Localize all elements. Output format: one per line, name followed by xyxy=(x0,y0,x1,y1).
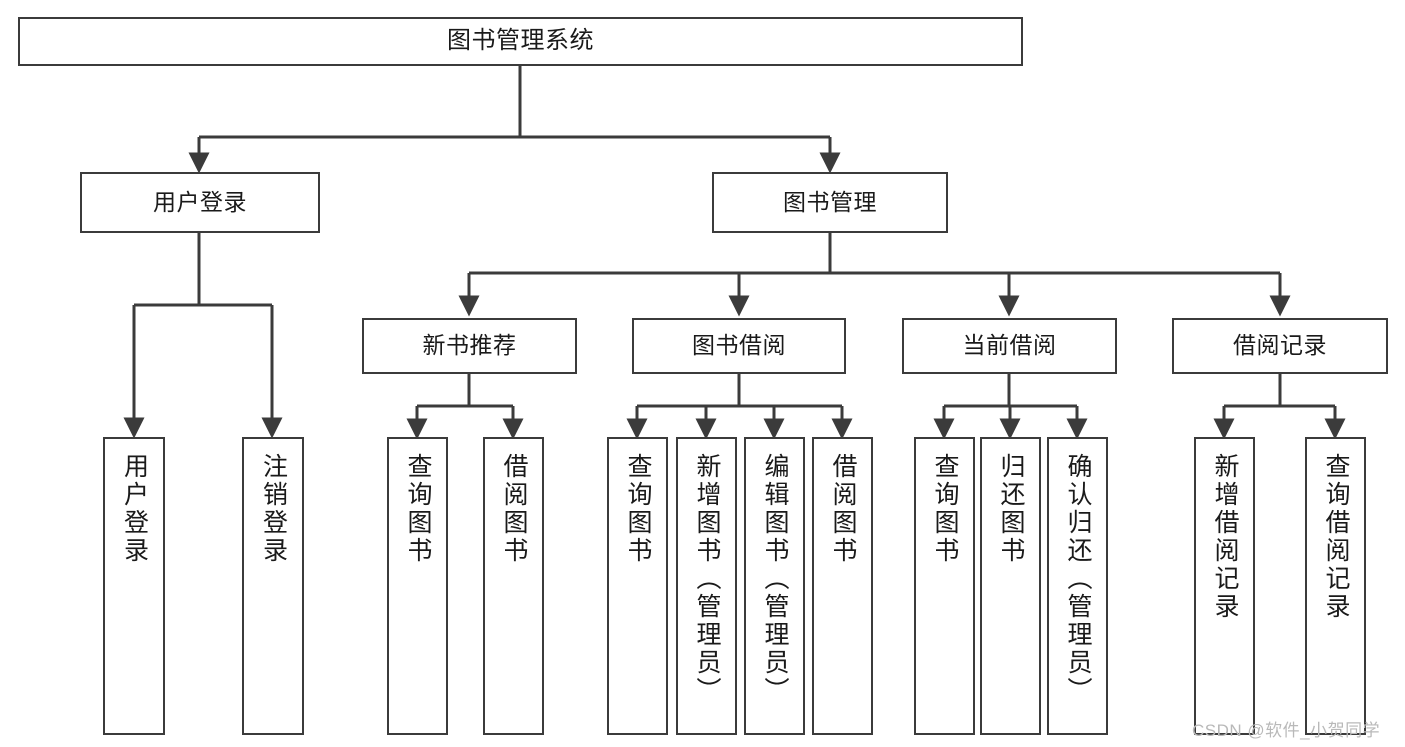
node-current-borrow[interactable]: 当前借阅 xyxy=(902,318,1117,374)
node-borrow-record-label: 借阅记录 xyxy=(1233,332,1327,359)
node-leaf-add-record[interactable]: 新增借阅记录 xyxy=(1194,437,1255,735)
node-leaf-edit-book[interactable]: 编辑图书（管理员） xyxy=(744,437,805,735)
node-leaf-edit-book-label: 编辑图书（管理员） xyxy=(761,453,789,705)
node-leaf-add-book-label: 新增图书（管理员） xyxy=(693,453,721,705)
node-current-borrow-label: 当前借阅 xyxy=(962,332,1057,359)
node-leaf-logout-login[interactable]: 注销登录 xyxy=(242,437,304,735)
node-leaf-borrow-book-1[interactable]: 借阅图书 xyxy=(483,437,544,735)
node-book-manage-label: 图书管理 xyxy=(783,188,877,215)
node-leaf-logout-login-label: 注销登录 xyxy=(259,453,288,565)
node-leaf-query-book-2-label: 查询图书 xyxy=(624,453,652,565)
node-book-manage[interactable]: 图书管理 xyxy=(712,172,948,233)
node-leaf-user-login[interactable]: 用户登录 xyxy=(103,437,165,735)
node-book-borrow[interactable]: 图书借阅 xyxy=(632,318,846,374)
node-leaf-query-book-3[interactable]: 查询图书 xyxy=(914,437,975,735)
node-leaf-borrow-book-2[interactable]: 借阅图书 xyxy=(812,437,873,735)
node-leaf-borrow-book-2-label: 借阅图书 xyxy=(829,453,857,565)
node-leaf-add-record-label: 新增借阅记录 xyxy=(1211,453,1239,621)
node-leaf-query-book-3-label: 查询图书 xyxy=(931,453,959,565)
node-leaf-confirm-return-label: 确认归还（管理员） xyxy=(1064,453,1092,705)
node-root-label: 图书管理系统 xyxy=(447,27,594,55)
node-new-book-recommend-label: 新书推荐 xyxy=(422,332,517,359)
node-leaf-confirm-return[interactable]: 确认归还（管理员） xyxy=(1047,437,1108,735)
node-user-login[interactable]: 用户登录 xyxy=(80,172,320,233)
node-root[interactable]: 图书管理系统 xyxy=(18,17,1023,66)
node-leaf-query-book-1-label: 查询图书 xyxy=(404,453,432,565)
node-user-login-label: 用户登录 xyxy=(153,188,247,215)
node-leaf-return-book[interactable]: 归还图书 xyxy=(980,437,1041,735)
node-book-borrow-label: 图书借阅 xyxy=(692,332,786,359)
csdn-watermark: CSDN @软件_小贺同学 xyxy=(1192,721,1381,740)
node-borrow-record[interactable]: 借阅记录 xyxy=(1172,318,1388,374)
node-leaf-query-record-label: 查询借阅记录 xyxy=(1322,453,1350,621)
node-leaf-query-book-1[interactable]: 查询图书 xyxy=(387,437,448,735)
node-leaf-query-record[interactable]: 查询借阅记录 xyxy=(1305,437,1366,735)
node-leaf-add-book[interactable]: 新增图书（管理员） xyxy=(676,437,737,735)
node-new-book-recommend[interactable]: 新书推荐 xyxy=(362,318,577,374)
node-leaf-query-book-2[interactable]: 查询图书 xyxy=(607,437,668,735)
node-leaf-user-login-label: 用户登录 xyxy=(120,453,149,565)
node-leaf-return-book-label: 归还图书 xyxy=(997,453,1025,565)
node-leaf-borrow-book-1-label: 借阅图书 xyxy=(500,453,528,565)
